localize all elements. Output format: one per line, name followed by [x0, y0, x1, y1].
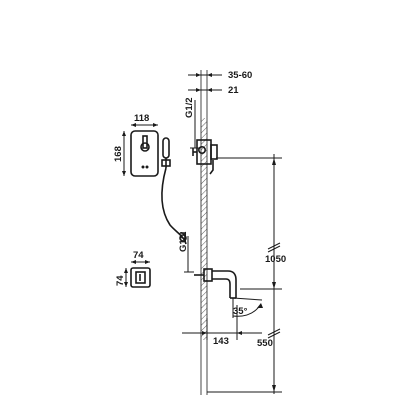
small-plate-height-label: 74 [115, 275, 126, 286]
spout-projection-label: 143 [213, 336, 229, 347]
thread-upper-label: G1/2 [184, 97, 195, 118]
hand-shower [161, 137, 187, 245]
plate-width-label: 118 [134, 113, 149, 124]
angle-dimension: 35° [232, 297, 263, 318]
bath-spout [194, 268, 237, 299]
front-plate: 118 168 [113, 113, 159, 177]
angle-label: 35° [233, 306, 248, 317]
height-dimensions: 1050 550 [207, 154, 286, 394]
height-upper-label: 1050 [265, 254, 286, 265]
small-plate: 74 74 [115, 250, 151, 288]
small-plate-width-label: 74 [133, 250, 144, 261]
dim-offset-label: 21 [228, 85, 239, 96]
thread-upper-dimension: G1/2 [184, 97, 200, 149]
wall-depth-dimension: 35-60 [188, 70, 252, 81]
offset-dimension: 21 [188, 85, 239, 96]
mixer-body [192, 139, 218, 175]
spout-projection-dimension: 143 [182, 305, 262, 347]
wall-section [200, 70, 208, 395]
plate-height-label: 168 [113, 146, 124, 162]
dim-wall-depth-label: 35-60 [228, 70, 252, 81]
height-lower-label: 550 [257, 338, 273, 349]
